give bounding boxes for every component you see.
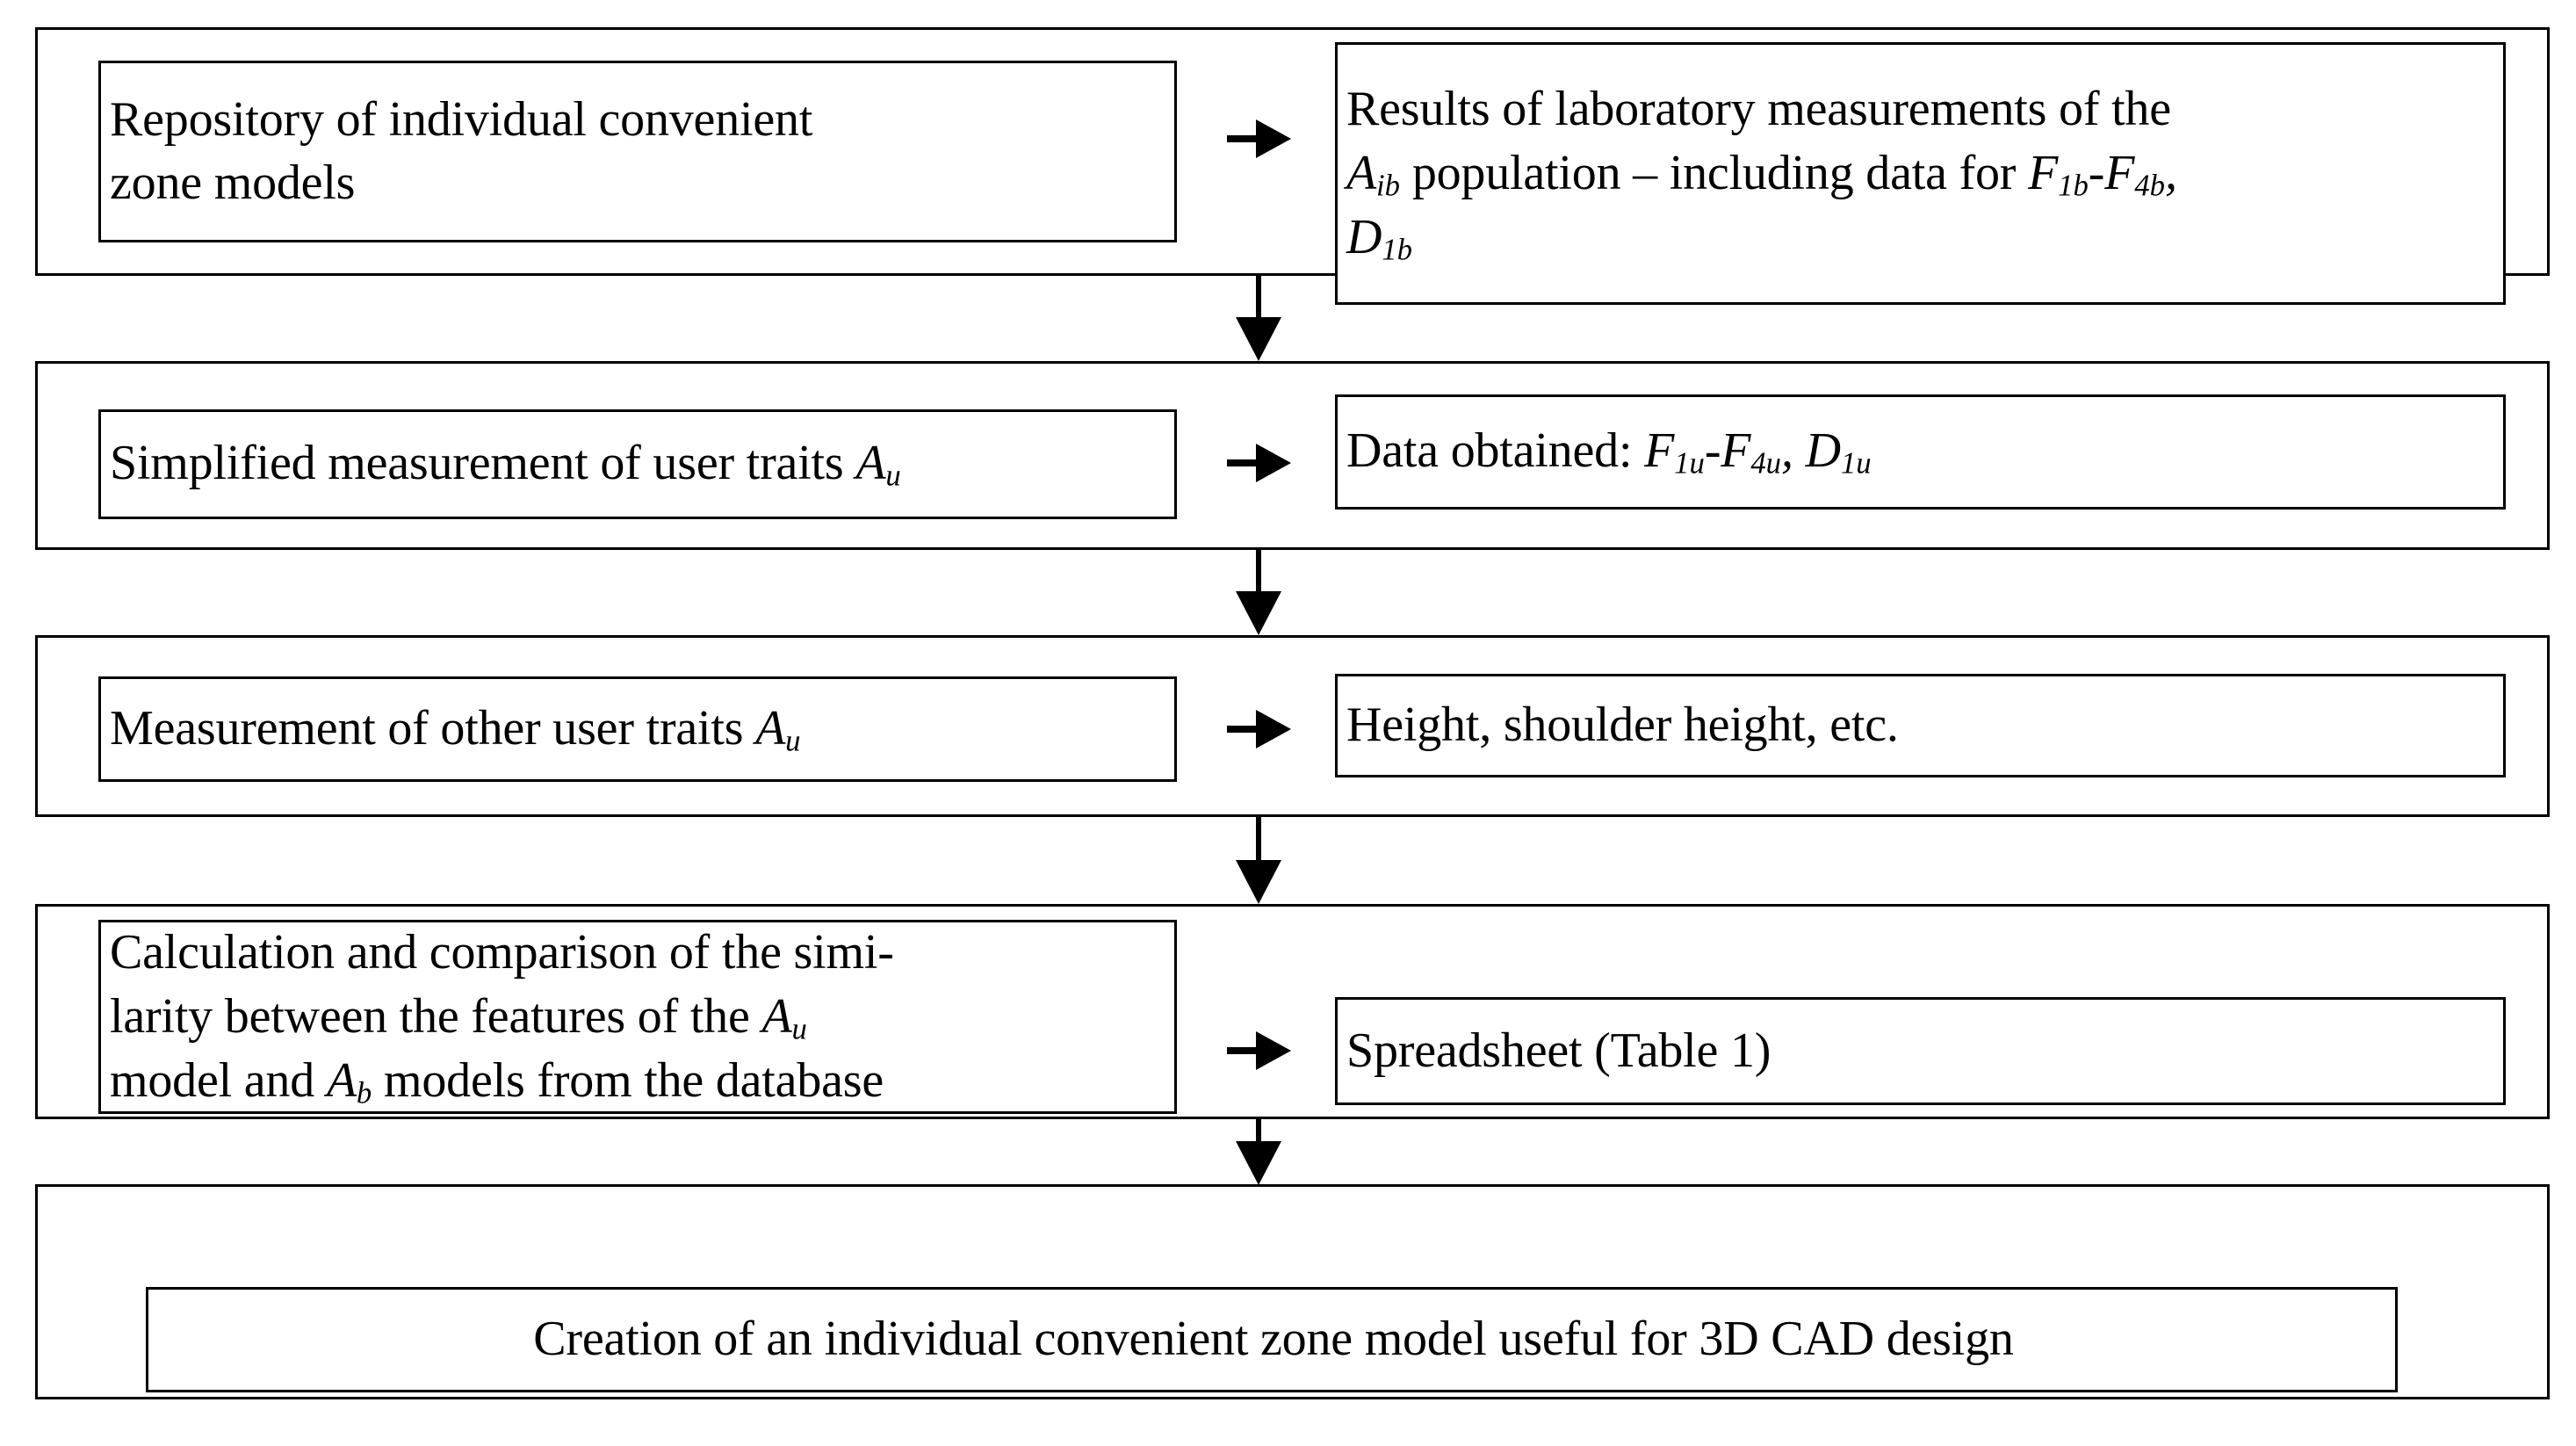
arrow-head [1256,710,1291,748]
connector-shaft [1256,817,1261,864]
arrow-head [1256,119,1291,158]
connector-shaft [1256,550,1261,596]
height-shoulder-node[interactable]: Height, shoulder height, etc. [1335,674,2506,777]
final-model-node-label: Creation of an individual convenient zon… [533,1312,2014,1367]
lab-results-node[interactable]: Results of laboratory measurements of th… [1335,42,2506,305]
connector-head [1236,1141,1281,1185]
other-traits-node[interactable]: Measurement of other user traits Au [98,676,1177,782]
similarity-calculation-node-label: Calculation and comparison of the simi- … [110,925,894,1110]
simplified-measurement-node-label: Simplified measurement of user traits Au [110,436,901,494]
data-obtained-node-label: Data obtained: F1u-F4u, D1u [1346,423,1872,481]
arrow-head [1256,1031,1291,1070]
data-obtained-node[interactable]: Data obtained: F1u-F4u, D1u [1335,394,2506,510]
similarity-calculation-node[interactable]: Calculation and comparison of the simi- … [98,920,1177,1114]
spreadsheet-node-label: Spreadsheet (Table 1) [1346,1023,1771,1078]
arrow-shaft [1227,1047,1262,1054]
lab-results-node-label: Results of laboratory measurements of th… [1346,82,2177,267]
connector-head [1236,317,1281,361]
spreadsheet-node[interactable]: Spreadsheet (Table 1) [1335,997,2506,1105]
connector-shaft [1256,276,1261,322]
simplified-measurement-node[interactable]: Simplified measurement of user traits Au [98,409,1177,519]
arrow-head [1256,444,1291,482]
repository-node-label: Repository of individual convenient zone… [110,91,813,210]
other-traits-node-label: Measurement of other user traits Au [110,700,801,758]
arrow-shaft [1227,459,1262,466]
arrow-shaft [1227,726,1262,733]
height-shoulder-node-label: Height, shoulder height, etc. [1346,698,1899,753]
final-model-node[interactable]: Creation of an individual convenient zon… [146,1287,2398,1392]
connector-head [1236,591,1281,635]
connector-shaft [1256,1119,1261,1146]
repository-node[interactable]: Repository of individual convenient zone… [98,61,1177,242]
arrow-shaft [1227,135,1262,142]
connector-head [1236,860,1281,904]
